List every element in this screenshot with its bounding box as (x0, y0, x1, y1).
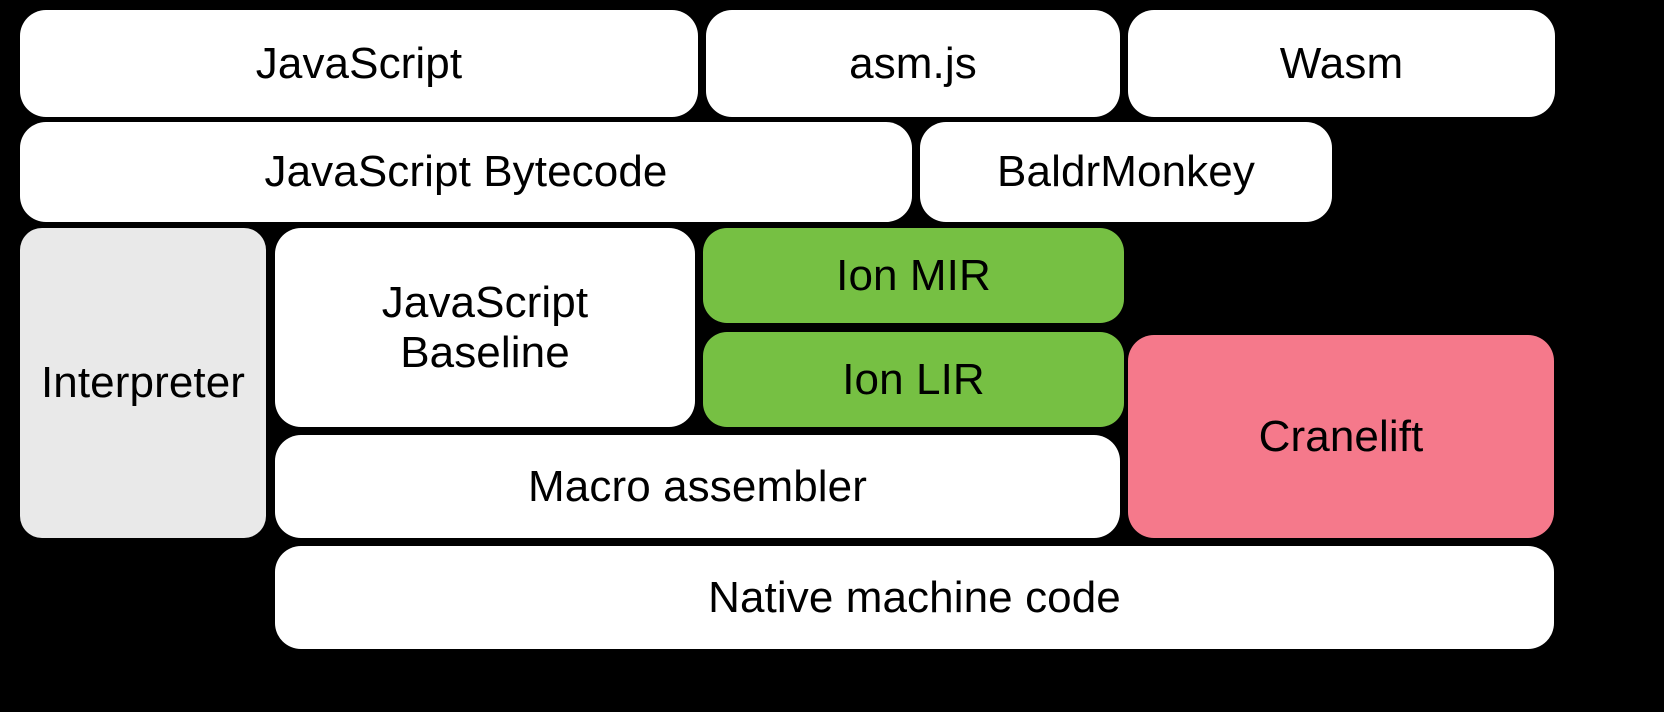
node-wasm: Wasm (1128, 10, 1555, 117)
node-baldrmonkey: BaldrMonkey (920, 122, 1332, 222)
node-cranelift: Cranelift (1128, 335, 1554, 538)
node-native-machine-code: Native machine code (275, 546, 1554, 649)
node-javascript: JavaScript (20, 10, 698, 117)
node-javascript-baseline: JavaScript Baseline (275, 228, 695, 427)
node-javascript-bytecode: JavaScript Bytecode (20, 122, 912, 222)
node-ion-mir: Ion MIR (703, 228, 1124, 323)
node-interpreter: Interpreter (20, 228, 266, 538)
node-ion-lir: Ion LIR (703, 332, 1124, 427)
node-asm-js: asm.js (706, 10, 1120, 117)
node-macro-assembler: Macro assembler (275, 435, 1120, 538)
